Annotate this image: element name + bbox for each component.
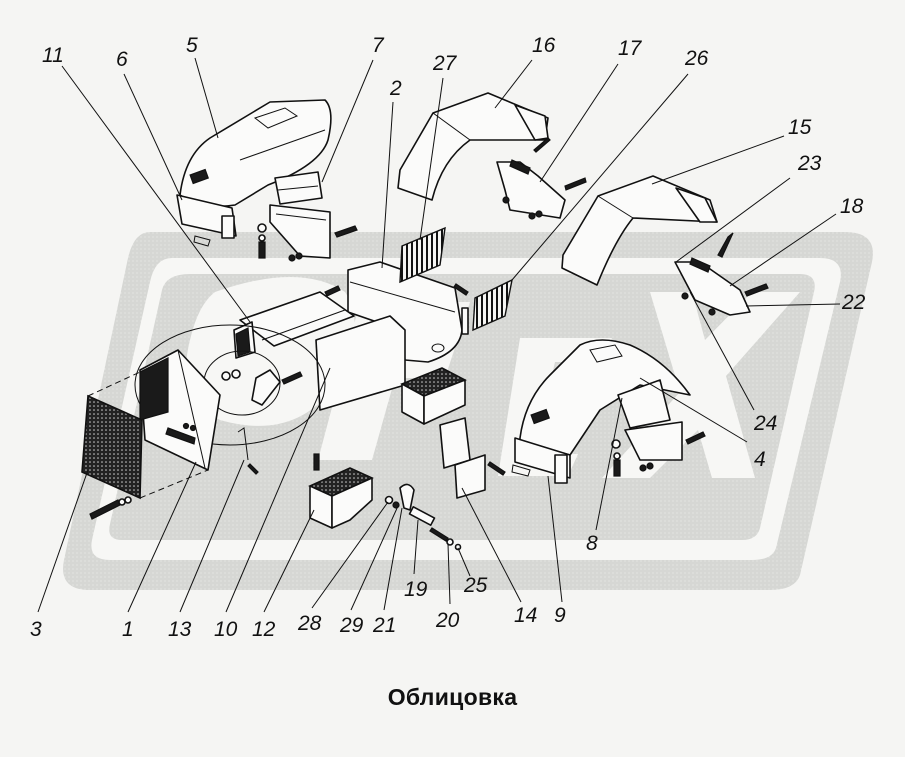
- leader-line-27: [419, 77, 444, 241]
- callout-label-13: 13: [168, 618, 192, 641]
- leader-line-1: [127, 461, 197, 613]
- part-12-mesh-box: [308, 453, 374, 529]
- part-18-bracket: [674, 232, 769, 316]
- leader-line-16: [494, 59, 533, 109]
- leader-line-10: [225, 367, 331, 613]
- leader-line-5: [194, 57, 219, 139]
- leader-line-4: [639, 377, 748, 443]
- callout-label-17: 17: [618, 37, 643, 60]
- callout-label-20: 20: [435, 609, 460, 632]
- leader-line-13: [179, 459, 245, 613]
- callout-label-23: 23: [797, 152, 822, 175]
- callout-label-15: 15: [788, 116, 812, 139]
- part-1-front-housing: [139, 349, 221, 471]
- callout-label-8: 8: [586, 532, 598, 555]
- leader-line-17: [539, 63, 619, 183]
- part-27-vent-grille: [399, 226, 446, 284]
- part-8-bracket: [611, 379, 706, 477]
- callout-label-16: 16: [532, 34, 556, 57]
- leader-line-23: [675, 177, 791, 263]
- leader-line-2: [381, 101, 394, 269]
- part-5-hood-cover: [176, 99, 332, 247]
- callout-label-4: 4: [754, 448, 766, 471]
- leader-line-20: [447, 543, 451, 605]
- part-10-mesh-box: [400, 367, 467, 425]
- leader-line-12: [263, 509, 315, 613]
- part-3-mesh-grille: [81, 371, 209, 520]
- callout-label-21: 21: [372, 614, 396, 637]
- diagram-title: Облицовка: [387, 684, 518, 710]
- callout-label-1: 1: [122, 618, 134, 641]
- callout-label-10: 10: [214, 618, 238, 641]
- callout-label-7: 7: [372, 34, 385, 57]
- leader-line-8: [595, 397, 623, 531]
- leader-line-15: [651, 135, 785, 185]
- callout-label-24: 24: [753, 412, 777, 435]
- callout-label-25: 25: [463, 574, 488, 597]
- leader-line-6: [123, 73, 183, 201]
- part-26-vent-grille: [453, 278, 513, 335]
- callout-group: 11 6 5 72 27 16 17 26 15 23 18 22 24 4 8 3 1 13 10 12 28 29 21…: [30, 34, 866, 641]
- callout-label-14: 14: [514, 604, 537, 627]
- leader-line-25: [457, 547, 471, 577]
- callout-label-12: 12: [252, 618, 276, 641]
- leader-line-26: [511, 73, 689, 281]
- callout-label-2: 2: [389, 77, 402, 100]
- part-14-step-frame: [439, 417, 506, 499]
- callout-label-9: 9: [554, 604, 566, 627]
- part-4-hood-cover: [511, 339, 691, 484]
- callout-label-6: 6: [116, 48, 128, 71]
- leader-line-21: [383, 507, 403, 611]
- part-17-bracket: [496, 137, 587, 220]
- callout-label-11: 11: [42, 44, 64, 67]
- leader-line-22: [745, 303, 841, 307]
- leader-line-9: [547, 475, 563, 603]
- callout-label-3: 3: [30, 618, 42, 641]
- leader-line-19: [413, 519, 419, 575]
- part-11-top-panel: [233, 285, 355, 359]
- callout-label-22: 22: [841, 291, 866, 314]
- part-latch-assembly: [384, 483, 462, 551]
- leader-line-28: [311, 501, 389, 609]
- leader-line-14: [461, 487, 522, 603]
- callout-label-18: 18: [840, 195, 864, 218]
- part-2-center-shroud: [315, 261, 463, 411]
- callout-label-5: 5: [186, 34, 198, 57]
- leader-line-7: [321, 59, 374, 183]
- part-7-bracket: [257, 171, 358, 262]
- leader-line-24: [689, 291, 755, 411]
- leader-line-11: [61, 65, 251, 323]
- callout-label-27: 27: [432, 52, 458, 75]
- leader-line-3: [37, 469, 89, 613]
- callout-label-29: 29: [339, 614, 364, 637]
- part-15-fender-right: [561, 175, 718, 286]
- callout-label-26: 26: [684, 47, 709, 70]
- leader-line-18: [729, 213, 837, 287]
- detail-ellipse: [134, 324, 326, 446]
- callout-label-28: 28: [297, 612, 322, 635]
- callout-label-19: 19: [404, 578, 428, 601]
- leader-line-29: [350, 505, 399, 611]
- part-13-pin: [237, 427, 259, 475]
